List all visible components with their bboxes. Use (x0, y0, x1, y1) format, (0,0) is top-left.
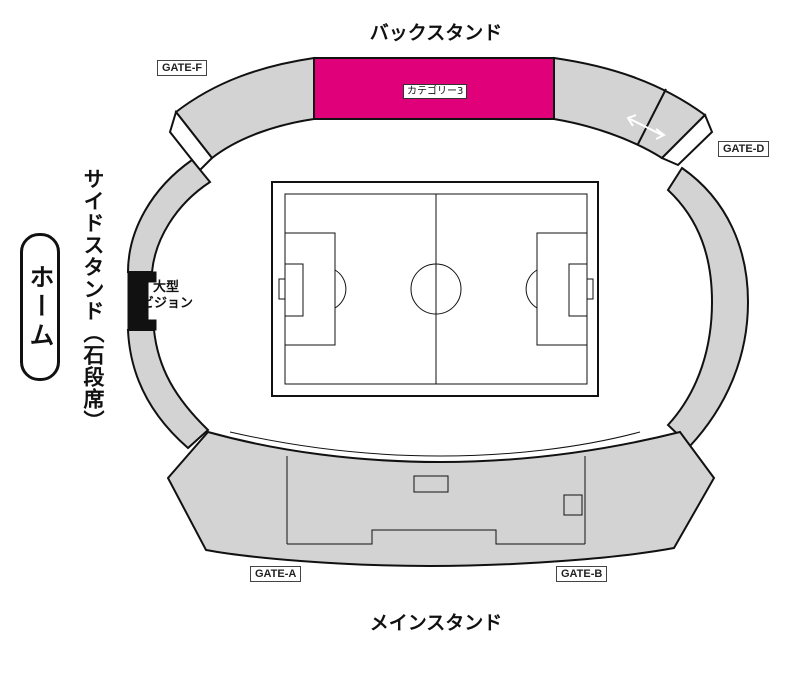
main-stand-inner-edge (229, 431, 641, 457)
main-stand-broadcast-box (563, 494, 583, 516)
main-stand-vip-box (287, 529, 585, 545)
gate-a-label[interactable]: GATE-A (250, 566, 302, 582)
center-circle (410, 263, 462, 315)
passage-arrow-head-right (655, 128, 666, 140)
penalty-arc-left (334, 269, 347, 309)
big-vision-label: 大型 ビジョン (141, 280, 193, 312)
passage-arrow-head-left (626, 114, 637, 127)
side-stand-lower[interactable] (126, 329, 210, 450)
gate-d-label[interactable]: GATE-D (718, 141, 770, 157)
main-stand-title: メインスタンド (369, 612, 503, 634)
home-badge: ホーム (20, 233, 60, 381)
pitch-border (271, 181, 599, 397)
right-side-stand[interactable] (666, 166, 750, 448)
concourse-wedge-nw (168, 109, 214, 172)
concourse-wedge-ne (660, 113, 714, 167)
big-vision-label-line1: 大型 (153, 280, 180, 295)
gate-f-label[interactable]: GATE-F (157, 60, 208, 76)
main-stand-entrance (413, 475, 449, 493)
passage-arrow (629, 118, 663, 136)
penalty-arc-right (525, 269, 538, 309)
goal-left (278, 278, 286, 300)
big-vision-screen-face (140, 278, 148, 324)
side-stand-upper[interactable] (126, 158, 212, 273)
back-stand-title: バックスタンド (369, 22, 503, 44)
gate-b-label[interactable]: GATE-B (556, 566, 608, 582)
goal-right (586, 278, 594, 300)
big-vision-label-line2: ビジョン (141, 296, 194, 311)
home-label: ホーム (26, 263, 55, 351)
side-stand-title: サイドスタンド（石段席） (81, 168, 105, 432)
main-stand[interactable] (166, 430, 716, 568)
back-stand-right-divider (637, 88, 667, 145)
category-3-label[interactable]: カテゴリー3 (403, 84, 468, 99)
